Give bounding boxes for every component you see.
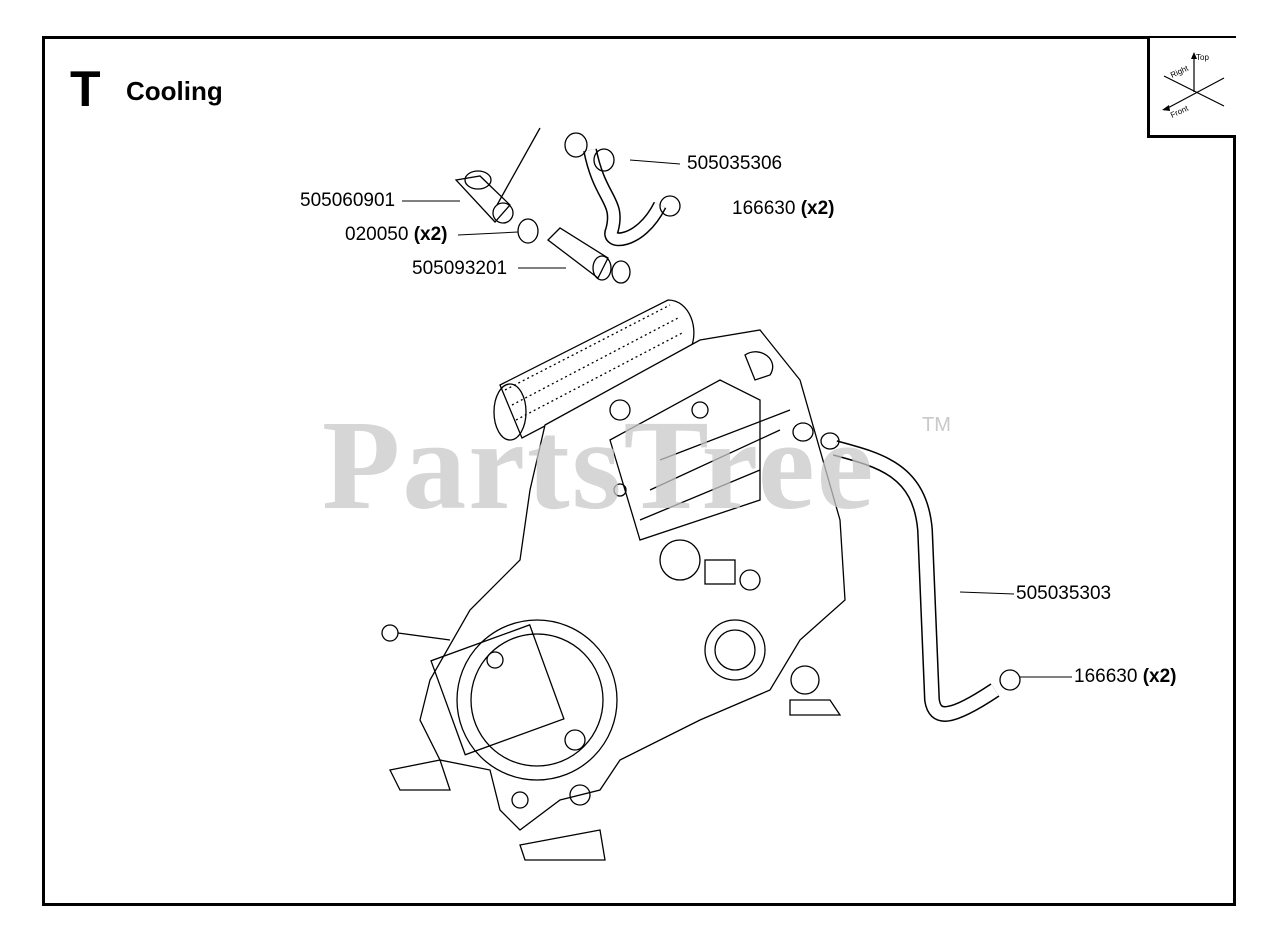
part-number: 505060901 [300,190,396,211]
diagram-frame [42,36,1236,906]
short-hose-part [547,227,612,281]
callout-505035306: 505035306 [687,153,782,175]
engine-block-part [381,329,846,861]
clamp-020050-part [517,218,631,284]
section-title: Cooling [126,76,223,106]
part-number: 505093201 [412,258,508,279]
watermark-text: PartsTree [322,394,876,536]
callout-505093201: 505093201 [412,258,507,280]
lower-hose-part [792,422,1021,722]
part-quantity: (x2) [1142,666,1177,687]
orientation-indicator: Top Right Front [1147,38,1236,138]
callout-505035303: 505035303 [1016,583,1111,605]
part-number: 505035306 [687,153,783,174]
callout-020050: 020050 (x2) [345,224,447,246]
watermark-trademark: TM [922,414,951,436]
section-letter: T [70,61,101,117]
callout-166630-lower: 166630 (x2) [1074,666,1176,688]
orient-top-label: Top [1196,53,1209,62]
callout-505060901: 505060901 [300,190,395,212]
thermostat-housing-part [454,127,541,224]
part-number: 166630 [732,198,796,219]
upper-hose-part [564,132,681,247]
part-number: 166630 [1074,666,1138,687]
part-number: 505035303 [1016,583,1112,604]
part-number: 020050 [345,224,409,245]
callout-166630-upper: 166630 (x2) [732,198,834,220]
part-quantity: (x2) [413,224,448,245]
leader-lines [402,159,1072,678]
part-quantity: (x2) [800,198,835,219]
orientation-axes-icon: Top Right Front [1162,52,1225,120]
